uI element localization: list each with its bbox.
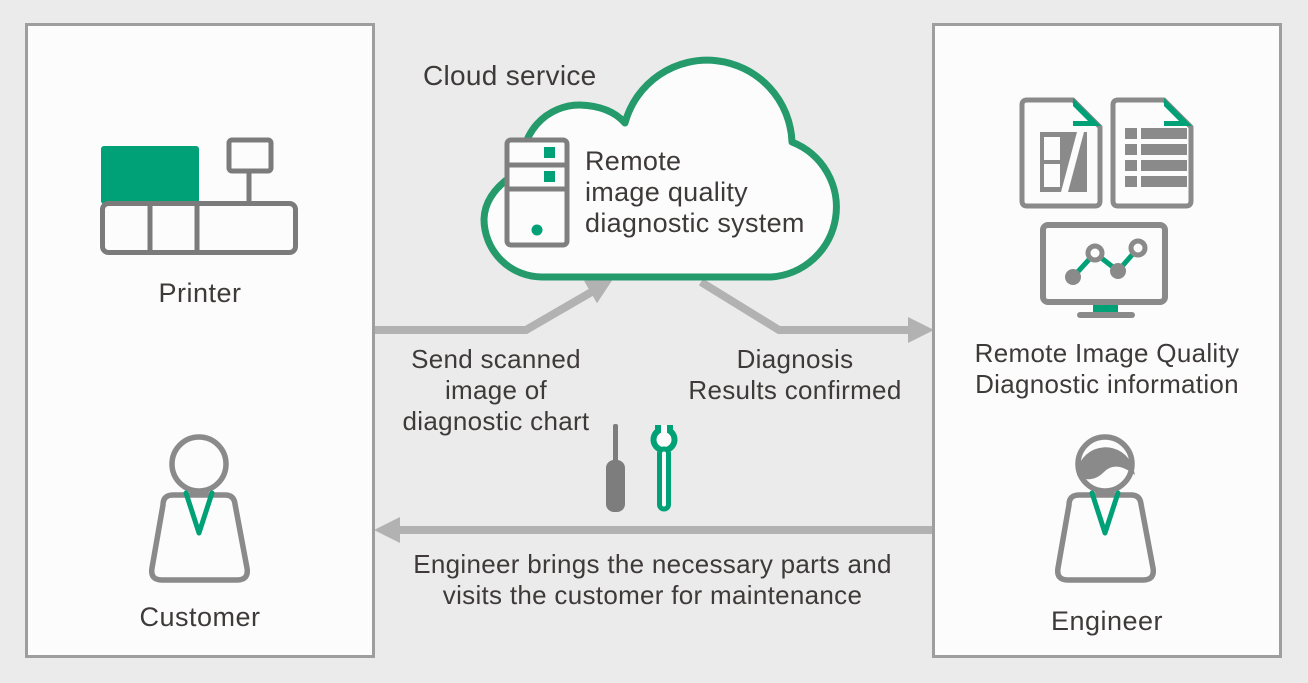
diagnostic-info-label: Remote Image Quality Diagnostic informat… [974, 338, 1240, 399]
customer-person-icon [148, 434, 251, 583]
engineer-panel: Remote Image Quality Diagnostic informat… [932, 23, 1282, 658]
collar-accent [183, 490, 215, 536]
send-caption: Send scanned image of diagnostic chart [402, 344, 590, 436]
diagnosis-caption: Diagnosis Results confirmed [688, 344, 902, 405]
server-icon [504, 137, 570, 248]
return-caption: Engineer brings the necessary parts and … [413, 549, 892, 610]
monitor-line-chart-icon [1040, 222, 1168, 318]
printer-icon [100, 137, 298, 255]
return-arrowhead [374, 517, 400, 543]
engineer-person-icon [1054, 434, 1157, 583]
document-with-chart-icon [1019, 97, 1103, 209]
cloud-system-text: Remote image quality diagnostic system [585, 146, 805, 238]
screwdriver-and-wrench-icon [606, 424, 678, 512]
document-with-table-icon [1110, 97, 1194, 209]
customer-panel: Printer Customer [25, 23, 375, 658]
engineer-label: Engineer [1050, 606, 1164, 636]
diagnosis-arrow-line [698, 278, 912, 334]
printer-label: Printer [158, 278, 242, 308]
screwdriver-icon [606, 424, 625, 512]
collar-accent [1089, 490, 1121, 536]
diagnostic-documents [1019, 97, 1194, 209]
cloud-outline-icon [480, 56, 840, 281]
send-arrowhead [583, 279, 613, 304]
send-arrow-line [374, 286, 598, 334]
hair-shape [1077, 447, 1135, 480]
cloud-shape [480, 56, 840, 281]
wrench-icon [650, 425, 678, 512]
diagnosis-arrowhead [908, 317, 934, 343]
cloud-service-label: Cloud service [423, 60, 597, 91]
customer-label: Customer [139, 602, 261, 632]
